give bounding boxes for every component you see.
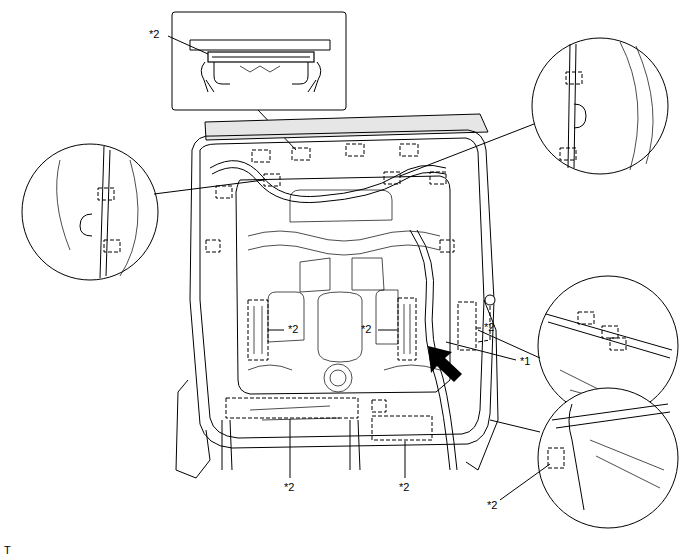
clip-box xyxy=(578,312,594,324)
callout-number: *2 xyxy=(486,499,498,512)
side-rail xyxy=(466,300,498,470)
callout-number: *2 xyxy=(398,481,410,494)
hook-ring xyxy=(574,104,586,128)
clip-box xyxy=(248,300,268,360)
clip-box xyxy=(560,148,576,160)
inset-frame xyxy=(172,12,346,110)
detail-circle xyxy=(22,144,158,280)
frame-rod xyxy=(100,146,110,278)
leader-line xyxy=(476,328,481,329)
clip-box xyxy=(264,174,280,186)
cover-strap xyxy=(569,404,584,510)
clip-box xyxy=(566,72,582,84)
clip-box xyxy=(440,240,454,252)
pan-cutout xyxy=(290,190,392,222)
clip-box xyxy=(98,188,114,200)
rod-core xyxy=(212,57,310,58)
clip-box xyxy=(548,448,564,468)
right-hook xyxy=(292,62,321,92)
seat-frame xyxy=(176,114,498,478)
clip-box xyxy=(206,240,220,252)
pan-cutout xyxy=(300,258,384,292)
clip-box xyxy=(372,400,386,412)
clip-locations xyxy=(206,144,495,440)
leader-line xyxy=(290,419,291,478)
right-top-detail xyxy=(400,38,668,176)
cover-edge xyxy=(190,40,330,50)
retainer-rod xyxy=(208,52,314,62)
leader-line xyxy=(446,342,516,360)
leader-line xyxy=(405,441,406,478)
cover-seam xyxy=(240,66,280,72)
spring-wire xyxy=(248,365,440,370)
clip-box xyxy=(216,186,232,198)
front-cover-band xyxy=(205,114,488,140)
leader-line xyxy=(500,464,550,500)
detail-leader xyxy=(154,180,264,194)
callout-number: *2 xyxy=(360,323,372,336)
leader-line xyxy=(168,36,208,54)
clip-box xyxy=(398,298,416,360)
clip-box xyxy=(458,302,476,350)
detail-circle xyxy=(538,388,678,528)
clip-box xyxy=(610,338,626,350)
detail-leader xyxy=(400,124,534,176)
wire-harness xyxy=(212,168,446,203)
center-opening xyxy=(318,292,362,362)
clip-box xyxy=(226,398,358,418)
spring-wire xyxy=(248,245,440,255)
callout-number: *2 xyxy=(148,28,160,41)
side-flap xyxy=(176,380,210,478)
clip-box xyxy=(602,326,618,338)
cover-edge xyxy=(590,440,664,488)
detail-leader xyxy=(478,330,540,358)
frame-rail xyxy=(546,314,672,358)
frame-rod xyxy=(568,44,576,168)
left-detail xyxy=(22,144,264,280)
left-hook xyxy=(201,62,230,92)
callout-number: *2 xyxy=(483,321,495,334)
clip-box xyxy=(430,172,446,184)
pan-cutout xyxy=(268,290,398,344)
cover-edge xyxy=(57,160,138,276)
callout-number: *2 xyxy=(283,481,295,494)
hook-strip xyxy=(254,304,410,354)
lifter-gear xyxy=(324,364,352,392)
wire-harness xyxy=(222,420,360,470)
detail-circle xyxy=(532,38,668,174)
leader-line xyxy=(378,330,397,331)
callout-number: *2 xyxy=(287,323,299,336)
clip-box xyxy=(292,148,310,160)
lifter-gear xyxy=(330,370,346,386)
clip-box xyxy=(372,416,432,440)
frame-outline xyxy=(190,130,494,448)
clip-box xyxy=(104,240,120,252)
figure-code: T xyxy=(3,544,12,557)
view-arrow xyxy=(428,346,462,382)
clip-box xyxy=(346,144,364,156)
hook-ring xyxy=(80,214,92,236)
seat-pan xyxy=(236,176,450,394)
cover-edge xyxy=(620,42,653,170)
callout-leaders xyxy=(268,328,516,478)
clip-box xyxy=(384,172,400,184)
callout-number: *1 xyxy=(519,355,531,368)
leader-line xyxy=(268,330,284,331)
wire-harness xyxy=(210,161,446,197)
right-bottom-detail xyxy=(490,388,678,528)
bolt-symbol xyxy=(485,295,495,305)
clip-box xyxy=(400,144,418,156)
detail-leader xyxy=(490,420,540,432)
clip-box xyxy=(252,150,270,162)
